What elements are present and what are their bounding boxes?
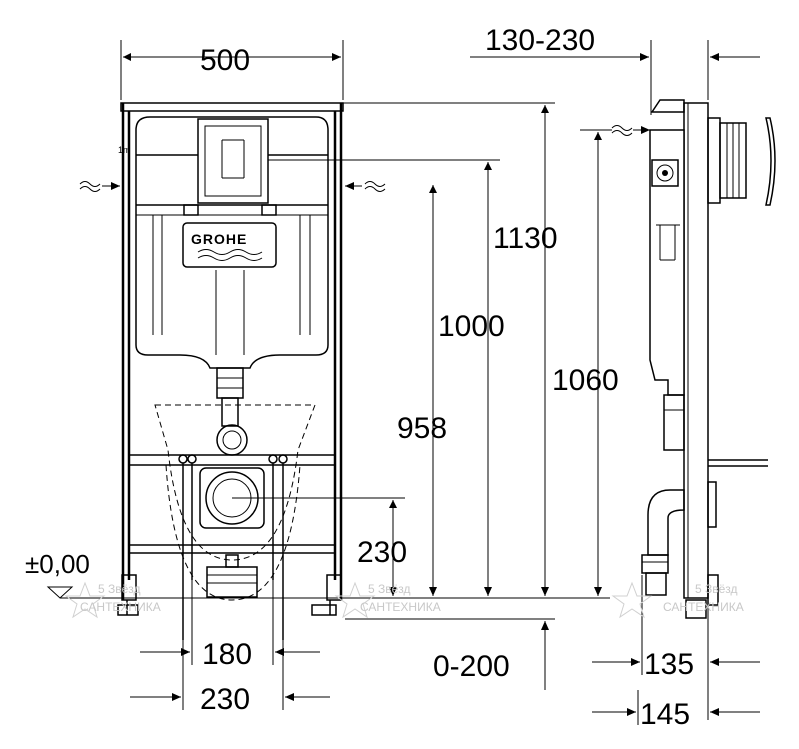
side-flush-plate [765, 117, 776, 206]
front-view: GROHE 1m [79, 102, 386, 640]
front-dimensions: 500 1130 1000 958 230 0-200 ±0,00 180 [25, 40, 610, 716]
zero-level-label: ±0,00 [25, 549, 90, 579]
flush-connector [216, 424, 248, 456]
dim-230-width: 230 [200, 683, 250, 716]
right-foot [311, 604, 337, 616]
watermark-right-line1: 5 Звёзд [695, 582, 738, 596]
dim-958: 958 [397, 412, 447, 445]
dim-130-230: 130-230 [485, 24, 595, 57]
side-dimensions: 130-230 1060 135 145 [470, 24, 760, 731]
svg-text:1m: 1m [118, 145, 131, 155]
flush-pipe [216, 367, 244, 399]
watermark-right: 5 Звёзд САНТЕХНИКА [611, 581, 744, 619]
dim-1000: 1000 [438, 310, 505, 343]
dim-500: 500 [200, 44, 250, 77]
watermark-center-line2: САНТЕХНИКА [360, 600, 441, 614]
dim-180: 180 [202, 638, 252, 671]
side-view [611, 99, 776, 619]
watermark-left-line1: 5 Звёзд [98, 582, 141, 596]
frame-top-rail [120, 102, 344, 112]
watermark-center-line1: 5 Звёзд [368, 582, 411, 596]
watermark-center: 5 Звёзд САНТЕХНИКА [334, 581, 441, 619]
left-foot [117, 604, 139, 616]
side-cistern [649, 129, 685, 396]
dim-135: 135 [644, 648, 694, 681]
watermark-right-line2: САНТЕХНИКА [663, 600, 744, 614]
watermark-left-line2: САНТЕХНИКА [80, 600, 161, 614]
toilet-outline [154, 404, 316, 561]
dim-0-200: 0-200 [433, 650, 510, 683]
dim-1130: 1130 [493, 222, 558, 255]
grohe-logo: GROHE [191, 231, 247, 247]
flush-plate-opening [197, 118, 269, 204]
drain-pipe [206, 566, 258, 598]
watermark-left: 5 Звёзд САНТЕХНИКА [64, 581, 161, 619]
dim-230-height: 230 [357, 536, 407, 569]
side-drain-bend [647, 489, 685, 556]
dim-1060: 1060 [552, 364, 619, 397]
dim-145: 145 [640, 698, 690, 731]
